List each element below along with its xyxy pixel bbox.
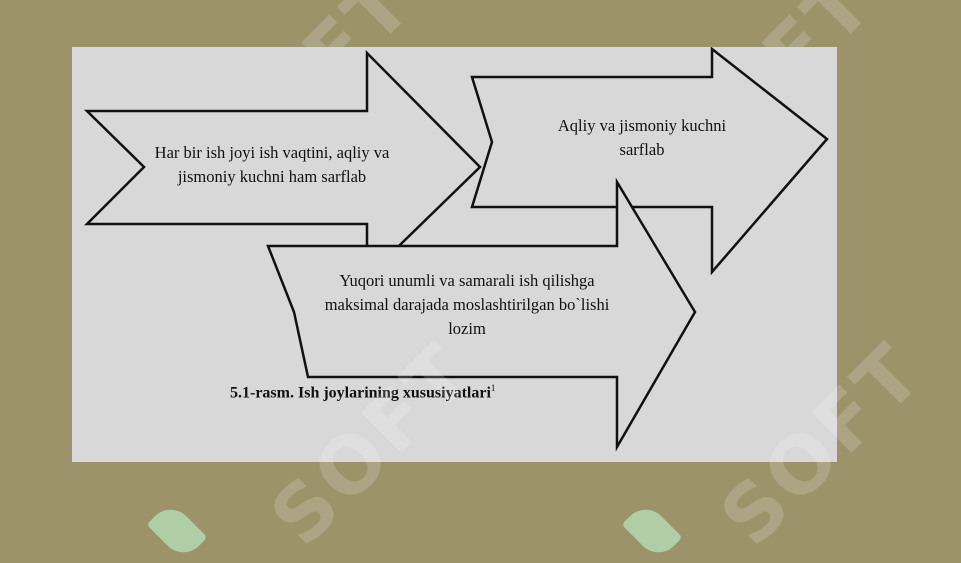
arrow-2-line-1: Aqliy va jismoniy kuchni bbox=[557, 116, 727, 135]
diagram-panel: Har bir ish joyi ish vaqtini, aqliy va j… bbox=[72, 47, 837, 462]
arrow-shape-2 bbox=[470, 47, 829, 276]
arrow-2-line-2: sarflab bbox=[619, 140, 665, 159]
arrow-label-3: Yuqori unumli va samarali ish qilishga m… bbox=[312, 269, 622, 341]
watermark-leaf-icon bbox=[146, 500, 208, 562]
arrow-label-1: Har bir ish joyi ish vaqtini, aqliy va j… bbox=[142, 141, 402, 189]
arrows-svg bbox=[83, 47, 829, 452]
watermark-leaf-icon bbox=[621, 500, 683, 562]
arrow-1-line-1: Har bir ish joyi ish vaqtini, aqliy va bbox=[154, 143, 390, 162]
arrow-label-2: Aqliy va jismoniy kuchni sarflab bbox=[542, 114, 742, 162]
arrow-3-line-3: lozim bbox=[448, 319, 486, 338]
figure-caption: 5.1-rasm. Ish joylarining xususiyatlari1 bbox=[230, 383, 495, 402]
arrow-3-line-2: maksimal darajada moslashtirilgan bo`lis… bbox=[324, 295, 610, 314]
footnote-marker: 1 bbox=[490, 383, 496, 393]
arrow-1-line-2: jismoniy kuchni ham sarflab bbox=[177, 167, 367, 186]
arrow-shape-3 bbox=[266, 177, 697, 452]
arrow-3-line-1: Yuqori unumli va samarali ish qilishga bbox=[339, 271, 595, 290]
figure-caption-text: 5.1-rasm. Ish joylarining xususiyatlari bbox=[230, 384, 491, 402]
